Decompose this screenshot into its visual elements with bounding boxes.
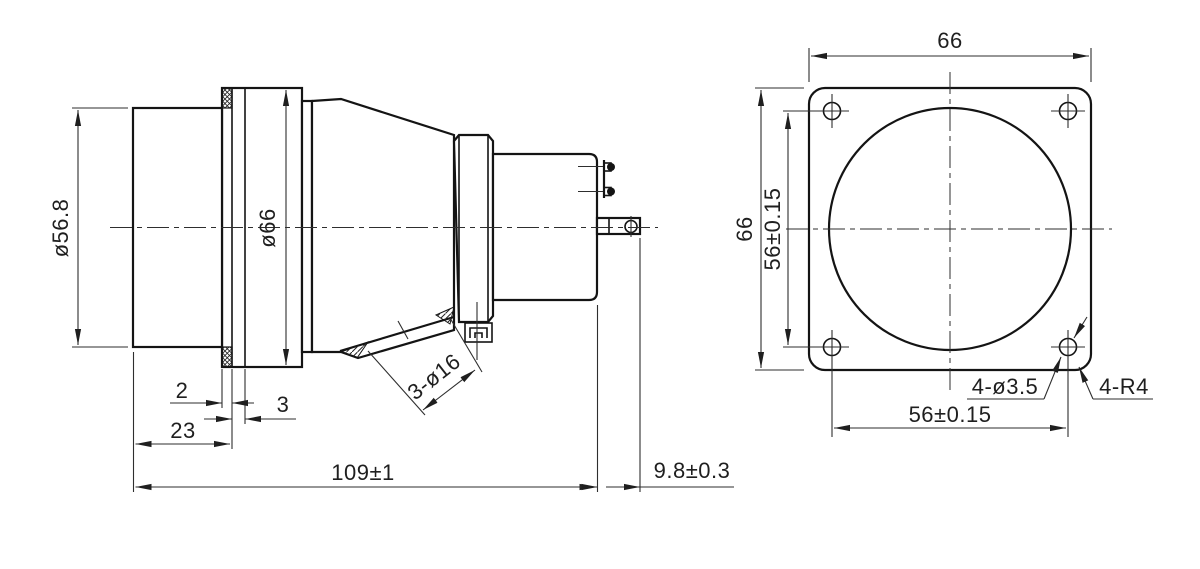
dim-label-bottom-56: 56±0.15 — [909, 402, 992, 427]
rear-flange-ring — [452, 133, 495, 324]
front-view: 66 66 56±0.15 56±0.15 4-ø3.5 4-R4 — [732, 28, 1153, 437]
knurl-band-bottom — [221, 346, 233, 368]
dim-label-dia-56-8: ø56.8 — [48, 199, 73, 258]
step-ring — [300, 99, 314, 354]
grounding-lug — [595, 216, 642, 237]
dim-label-3-dia-16: 3-ø16 — [403, 348, 466, 405]
side-view: ø56.8 ø66 2 3 23 109±1 — [48, 86, 734, 492]
dim-label-left-56: 56±0.15 — [760, 188, 785, 271]
dim-label-9-8: 9.8±0.3 — [654, 458, 731, 483]
section-hatch-left — [339, 340, 370, 359]
dim-label-3: 3 — [277, 392, 290, 417]
section-hatch-right — [434, 306, 455, 325]
front-view-dimensions: 66 66 56±0.15 56±0.15 4-ø3.5 4-R4 — [732, 28, 1153, 432]
dim-label-23: 23 — [170, 418, 195, 443]
dim-label-4-r4: 4-R4 — [1099, 374, 1149, 399]
polarizing-key — [464, 302, 493, 360]
dim-label-4-dia-3-5: 4-ø3.5 — [972, 374, 1039, 399]
dim-label-top-66: 66 — [937, 28, 962, 53]
dim-label-dia-66: ø66 — [255, 208, 280, 247]
side-view-body-outline — [110, 86, 658, 369]
dim-label-left-66: 66 — [732, 216, 757, 241]
pin-tip-top — [607, 163, 615, 171]
contact-pins — [578, 160, 615, 198]
dim-label-109: 109±1 — [331, 460, 395, 485]
conical-backshell — [310, 97, 456, 360]
pin-tip-bottom — [607, 187, 615, 196]
hole-tick — [397, 320, 409, 340]
knurl-band-top — [221, 87, 233, 109]
dim-label-2: 2 — [176, 378, 189, 403]
front-view-body-outline — [783, 72, 1112, 437]
